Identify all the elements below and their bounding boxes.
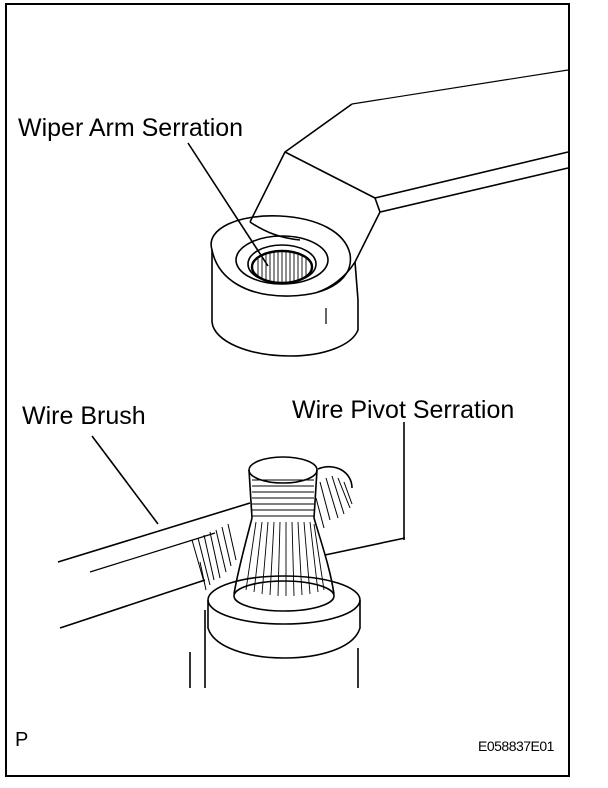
wiper-pivot-drawing [189,456,361,688]
wiper-pivot-serration-hatch [245,479,325,597]
label-wire-brush: Wire Brush [22,402,146,430]
leader-wire-brush [91,435,159,525]
figure-code: E058837E01 [478,738,554,754]
leader-wiper-arm-serration [187,142,269,267]
wire-brush-bristles [191,475,353,591]
wire-brush-drawing [57,465,406,629]
wiper-arm-serration-hatch [257,251,307,283]
label-wiper-arm-serration: Wiper Arm Serration [18,114,244,142]
label-wire-pivot-serration: Wire Pivot Serration [292,396,515,424]
page-marker: P [15,729,29,751]
wiper-arm-drawing [210,69,569,357]
figure-border [5,3,570,777]
